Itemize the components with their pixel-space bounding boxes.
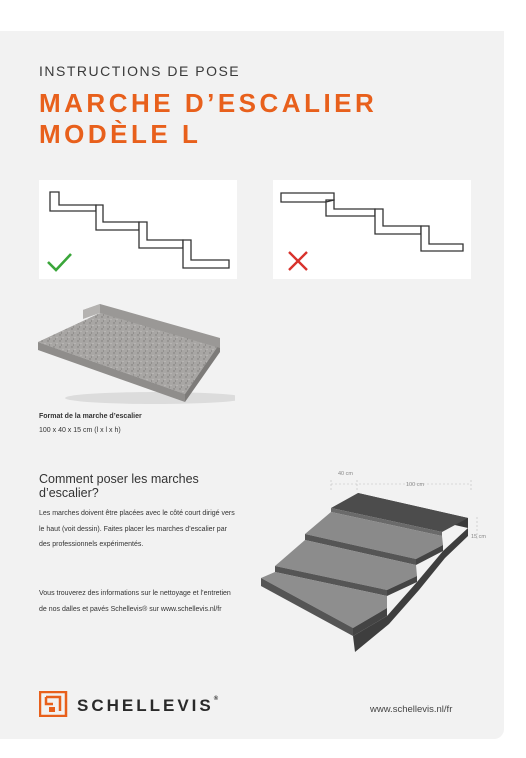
correct-stairs-drawing [49, 191, 230, 269]
title-line-1: MARCHE D’ESCALIER [39, 88, 378, 118]
how-to-title: Comment poser les marches d’escalier? [39, 472, 199, 500]
title-line-2: MODÈLE L [39, 119, 202, 149]
product-caption-title: Format de la marche d’escalier [39, 413, 142, 420]
dimension-width-label: 100 cm [406, 482, 424, 488]
wrong-stairs-drawing [280, 192, 464, 252]
correct-example-panel [39, 180, 237, 279]
check-icon [47, 253, 72, 272]
document-subtitle: INSTRUCTIONS DE POSE [39, 63, 241, 79]
how-to-paragraph-1: Les marches doivent être placées avec le… [39, 510, 235, 548]
stair-step-photo [38, 304, 235, 404]
page-sheet [0, 31, 504, 739]
registered-mark: ® [213, 696, 219, 702]
dimension-height-label: 15 cm [471, 534, 486, 540]
brand-name: SCHELLEVIS® [77, 696, 218, 716]
website-link[interactable]: www.schellevis.nl/fr [370, 704, 453, 715]
product-dimensions: 100 x 40 x 15 cm (l x l x h) [39, 427, 121, 434]
how-to-paragraph-2: Vous trouverez des informations sur le n… [39, 590, 231, 613]
schellevis-logo-icon [39, 691, 68, 717]
wrong-example-panel [273, 180, 471, 279]
document-title: MARCHE D’ESCALIER MODÈLE L [39, 88, 377, 150]
cross-icon [288, 251, 308, 271]
brand-text: SCHELLEVIS [77, 696, 214, 715]
dimension-depth-label: 40 cm [338, 471, 353, 477]
stairs-diagram: 40 cm 100 cm 15 cm [261, 471, 486, 652]
